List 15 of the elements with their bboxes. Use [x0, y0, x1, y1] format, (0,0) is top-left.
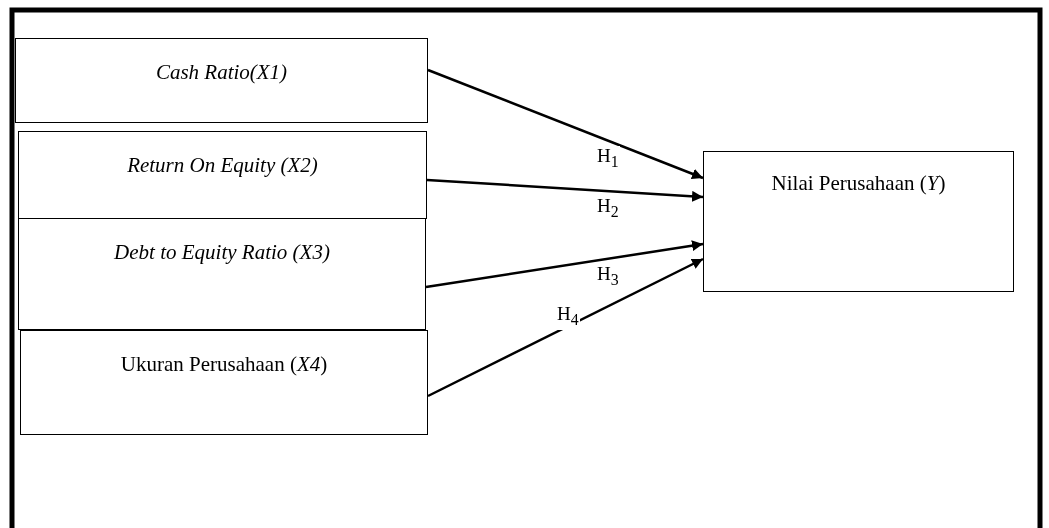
arrow	[427, 68, 704, 180]
node-box	[703, 151, 1014, 292]
node-label: Cash Ratio(X1)	[154, 59, 289, 85]
node-box	[15, 38, 428, 123]
edge-label: H$_{4}$	[556, 304, 580, 330]
arrow	[425, 240, 704, 289]
node-label: Return On Equity (X2)	[126, 152, 319, 178]
node-label: Debt to Equity Ratio (X3)	[113, 239, 331, 265]
arrow	[426, 178, 704, 202]
node-label: Ukuran Perusahaan (X4)	[119, 351, 329, 377]
arrow	[427, 257, 704, 398]
node-box	[20, 330, 428, 435]
node-label: Nilai Perusahaan (Y)	[770, 170, 947, 196]
node-box	[18, 218, 426, 330]
node-box	[18, 131, 427, 219]
